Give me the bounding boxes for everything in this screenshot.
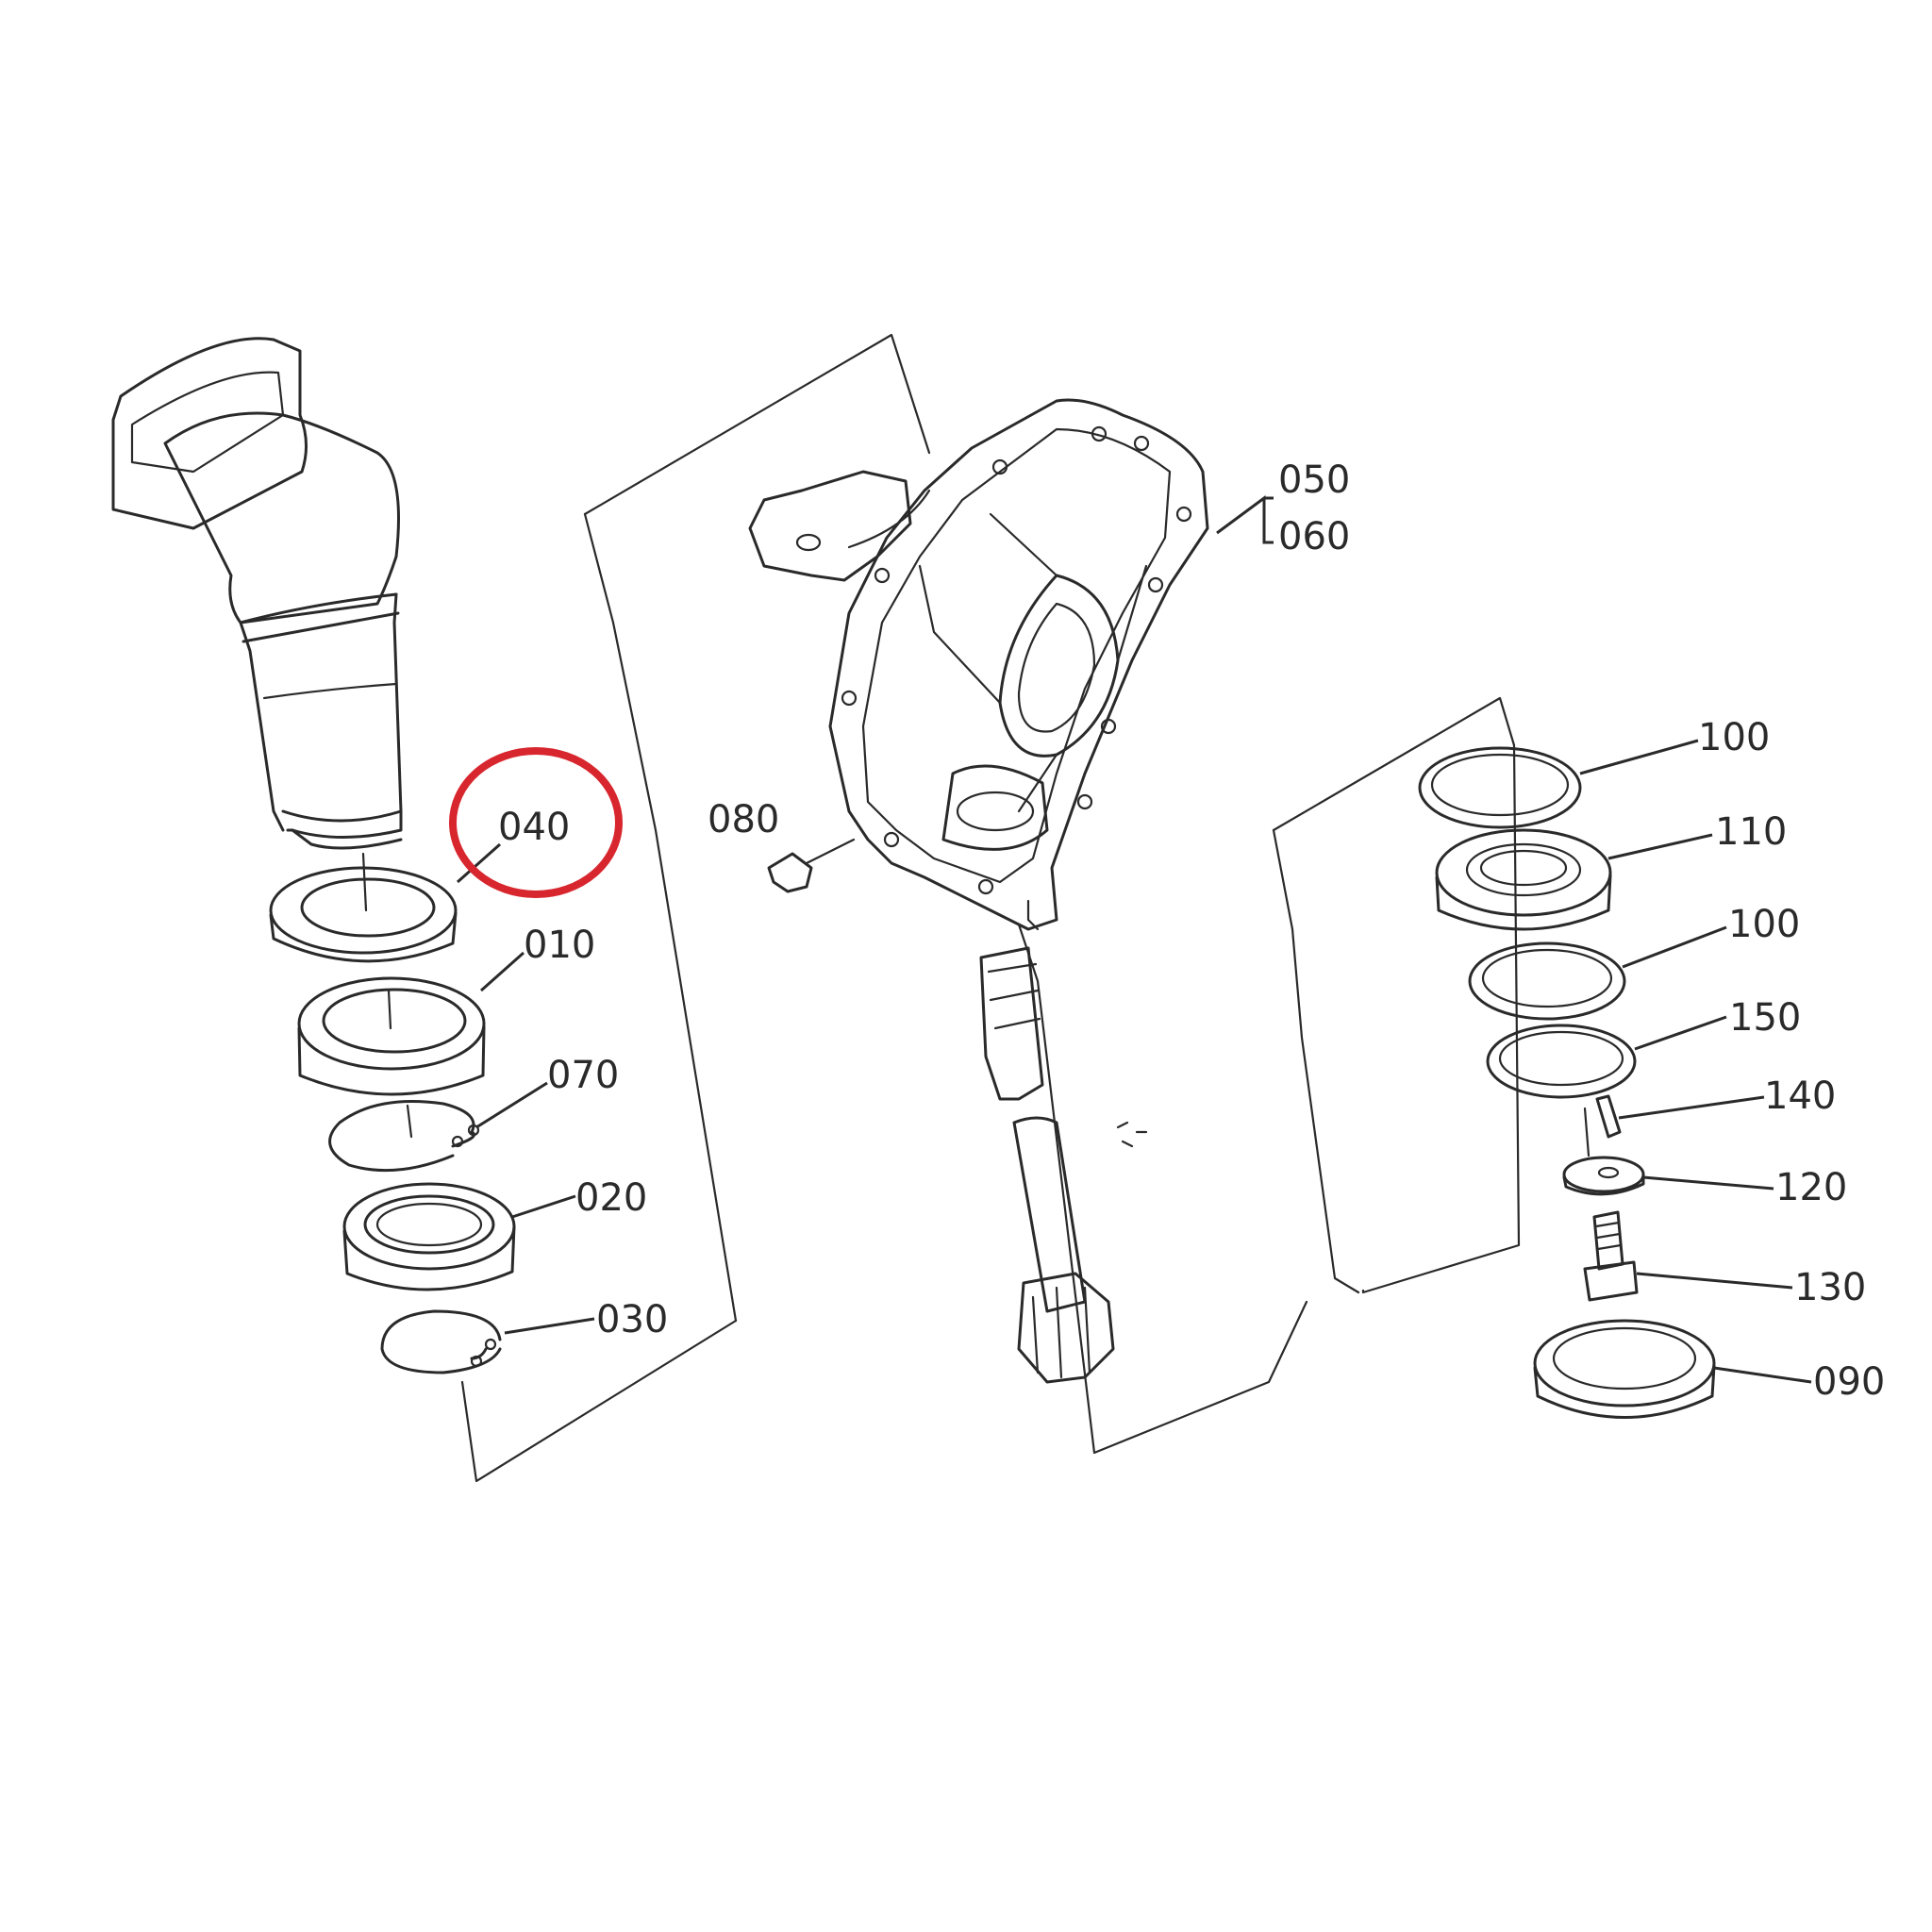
label-070: 070	[547, 1054, 619, 1097]
part-120-washer	[1562, 1156, 1645, 1196]
label-150: 150	[1729, 996, 1801, 1040]
part-080-plug	[767, 838, 856, 893]
part-040-seal	[269, 852, 458, 963]
label-050: 050	[1278, 458, 1350, 502]
label-020: 020	[575, 1176, 647, 1220]
part-150-ring	[1486, 1024, 1637, 1099]
part-110-bearing	[1435, 828, 1612, 931]
group-frame-left	[460, 333, 931, 1483]
highlight-circle	[449, 747, 623, 898]
part-010-bearing	[297, 976, 486, 1096]
label-030: 030	[596, 1298, 668, 1341]
label-130: 130	[1794, 1266, 1866, 1309]
label-040: 040	[498, 806, 570, 849]
group-frame-center	[1017, 923, 1308, 1455]
label-140: 140	[1764, 1074, 1836, 1118]
part-100-ring-lower	[1468, 941, 1626, 1021]
center-shaft	[979, 946, 1148, 1384]
part-020-bearing	[342, 1182, 516, 1291]
right-frame	[1272, 696, 1521, 1294]
part-140-pin	[1583, 1094, 1622, 1158]
label-110: 110	[1715, 810, 1787, 854]
part-050-060-case	[748, 398, 1209, 931]
part-090-cap	[1533, 1319, 1716, 1419]
part-070-circlip	[328, 1100, 480, 1173]
part-labels: 040 010 070 020 030 080 050 060 100 110 …	[498, 458, 1885, 1404]
label-010: 010	[524, 924, 595, 967]
leader-lines	[457, 495, 1812, 1384]
part-130-bolt	[1583, 1210, 1639, 1302]
label-090: 090	[1813, 1360, 1885, 1404]
part-030-snap-ring	[380, 1309, 502, 1374]
label-060: 060	[1278, 515, 1350, 558]
part-100-ring-upper	[1418, 746, 1582, 829]
label-080: 080	[708, 798, 779, 841]
label-100-lower: 100	[1728, 903, 1800, 946]
label-100-upper: 100	[1698, 716, 1770, 759]
gear-housing	[111, 337, 403, 850]
label-120: 120	[1775, 1166, 1847, 1209]
